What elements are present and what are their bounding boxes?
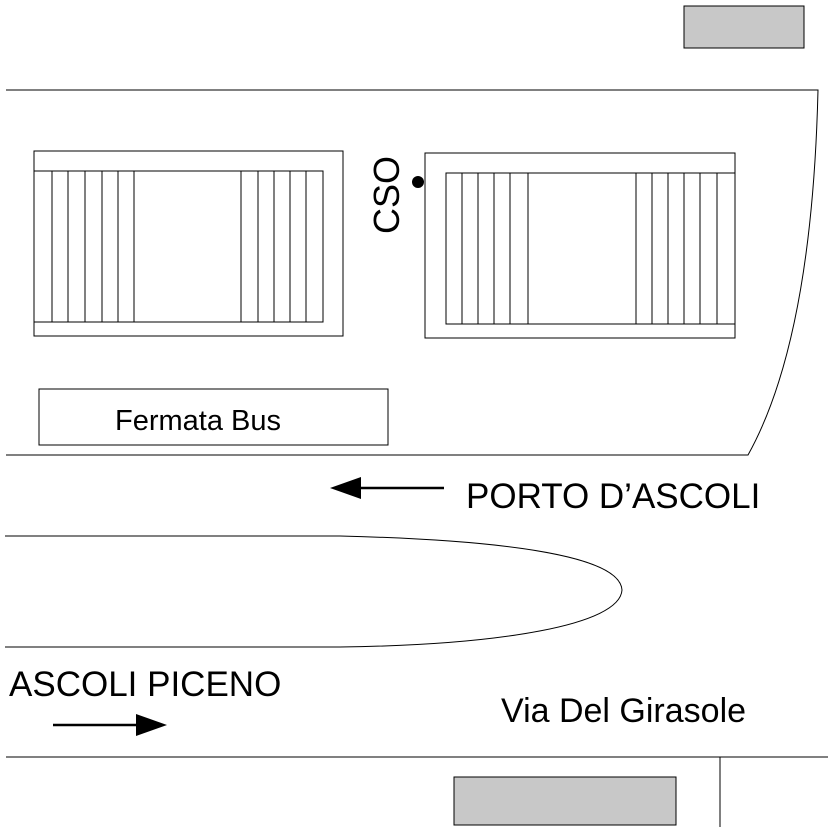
arrow-left-icon <box>330 477 444 499</box>
bus-stop-box <box>38 388 389 446</box>
bus-shelter-right <box>424 152 736 339</box>
sidewalk-boundary <box>6 89 819 456</box>
cso-label: CSO <box>366 156 407 234</box>
bus-stop-label: Fermata Bus <box>115 405 281 437</box>
bus-shelter-left <box>33 150 344 337</box>
building-top-right <box>683 5 805 49</box>
street-name-label: Via Del Girasole <box>501 692 746 730</box>
cso-marker-dot <box>412 176 424 188</box>
traffic-island <box>5 535 623 648</box>
direction-porto-label: PORTO D’ASCOLI <box>466 477 760 516</box>
stairs-left-b <box>240 171 307 322</box>
building-bottom <box>453 776 677 826</box>
stairs-right-a <box>461 173 529 324</box>
stairs-right-b <box>635 173 718 324</box>
arrow-right-icon <box>53 714 167 736</box>
stairs-left-a <box>51 171 135 322</box>
direction-ascoli-label: ASCOLI PICENO <box>9 665 281 704</box>
